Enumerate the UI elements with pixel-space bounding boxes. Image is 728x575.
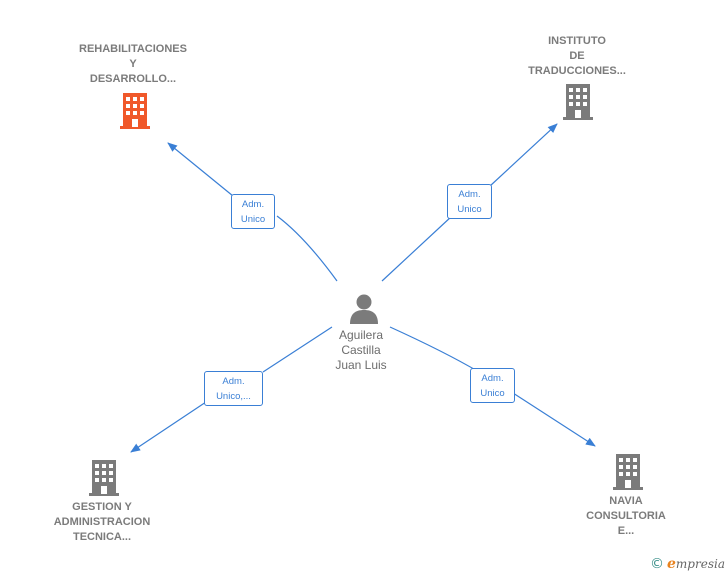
brand-initial: e (667, 556, 676, 572)
building-icon[interactable] (118, 93, 152, 129)
edge-instituto (381, 124, 557, 282)
relation-role-line: Unico (457, 204, 482, 215)
relation-role-line: Adm. (222, 376, 245, 387)
company-name-line: Y (129, 58, 137, 70)
company-name-line: ADMINISTRACION (53, 516, 151, 528)
company-name-line: TECNICA... (72, 531, 132, 543)
relation-role-line: Adm. (481, 373, 504, 384)
company-name-line: DESARROLLO... (89, 73, 177, 85)
company-label-rehabilitaciones[interactable]: REHABILITACIONES Y DESARROLLO... (58, 42, 208, 87)
edge-rehabilitaciones (168, 143, 338, 282)
person-name-line: Castilla (341, 343, 381, 357)
relation-role-line: Adm. (241, 199, 265, 210)
brand-name: mpresia (675, 557, 725, 571)
company-name-line: TRADUCCIONES... (528, 65, 626, 77)
company-name-line: REHABILITACIONES (79, 43, 187, 55)
edge-navia (389, 326, 595, 446)
building-icon[interactable] (87, 460, 121, 496)
person-icon[interactable] (349, 293, 379, 325)
relation-label-instituto[interactable]: Adm. Unico (447, 184, 492, 219)
relation-role-line: Unico (480, 388, 505, 399)
company-name-line: NAVIA (609, 495, 643, 507)
copyright-icon: © (650, 556, 664, 572)
company-name-line: DE (569, 50, 585, 62)
company-label-navia[interactable]: NAVIA CONSULTORIA E... (566, 494, 686, 539)
edge-gestion (131, 326, 333, 452)
company-name-line: CONSULTORIA (586, 510, 666, 522)
relation-label-gestion[interactable]: Adm. Unico,... (204, 371, 263, 406)
company-label-instituto[interactable]: INSTITUTO DE TRADUCCIONES... (512, 34, 642, 79)
brand-logo[interactable]: empresia (667, 556, 725, 572)
building-icon[interactable] (611, 454, 645, 490)
company-name-line: INSTITUTO (548, 35, 606, 47)
person-label[interactable]: Aguilera Castilla Juan Luis (311, 328, 411, 373)
company-name-line: E... (617, 525, 635, 537)
relation-label-rehabilitaciones[interactable]: Adm. Unico (231, 194, 275, 229)
brand-footer: © empresia (650, 554, 725, 574)
relation-role-line: Unico,... (216, 391, 251, 402)
company-name-line: GESTION Y (72, 501, 132, 513)
person-name-line: Aguilera (338, 328, 384, 342)
building-icon[interactable] (561, 84, 595, 120)
relation-role-line: Adm. (458, 189, 481, 200)
person-name-line: Juan Luis (335, 358, 387, 372)
relation-role-line: Unico (240, 214, 266, 225)
relation-label-navia[interactable]: Adm. Unico (470, 368, 515, 403)
company-label-gestion[interactable]: GESTION Y ADMINISTRACION TECNICA... (37, 500, 167, 545)
